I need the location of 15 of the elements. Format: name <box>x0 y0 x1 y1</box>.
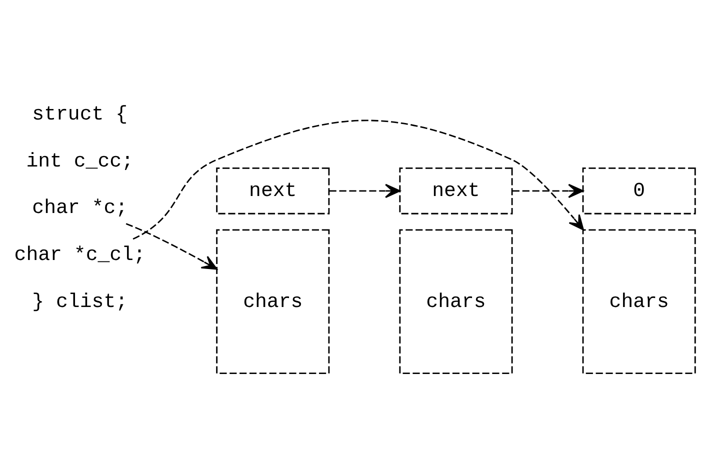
arrow <box>512 183 584 198</box>
node-box: next <box>399 167 513 214</box>
arrow <box>126 222 218 270</box>
node-text: } clist; <box>32 289 128 312</box>
node-box: chars <box>582 228 696 374</box>
node-box: next <box>216 167 330 214</box>
arrow <box>329 183 401 198</box>
node-text: struct { <box>32 102 128 126</box>
node-box: chars <box>399 228 513 374</box>
node-box: 0 <box>582 167 696 214</box>
node-box: chars <box>216 228 330 374</box>
node-text: char *c; <box>32 196 128 219</box>
arrow <box>132 119 584 240</box>
node-text: char *c_cl; <box>14 242 146 266</box>
node-text: int c_cc; <box>26 148 134 172</box>
